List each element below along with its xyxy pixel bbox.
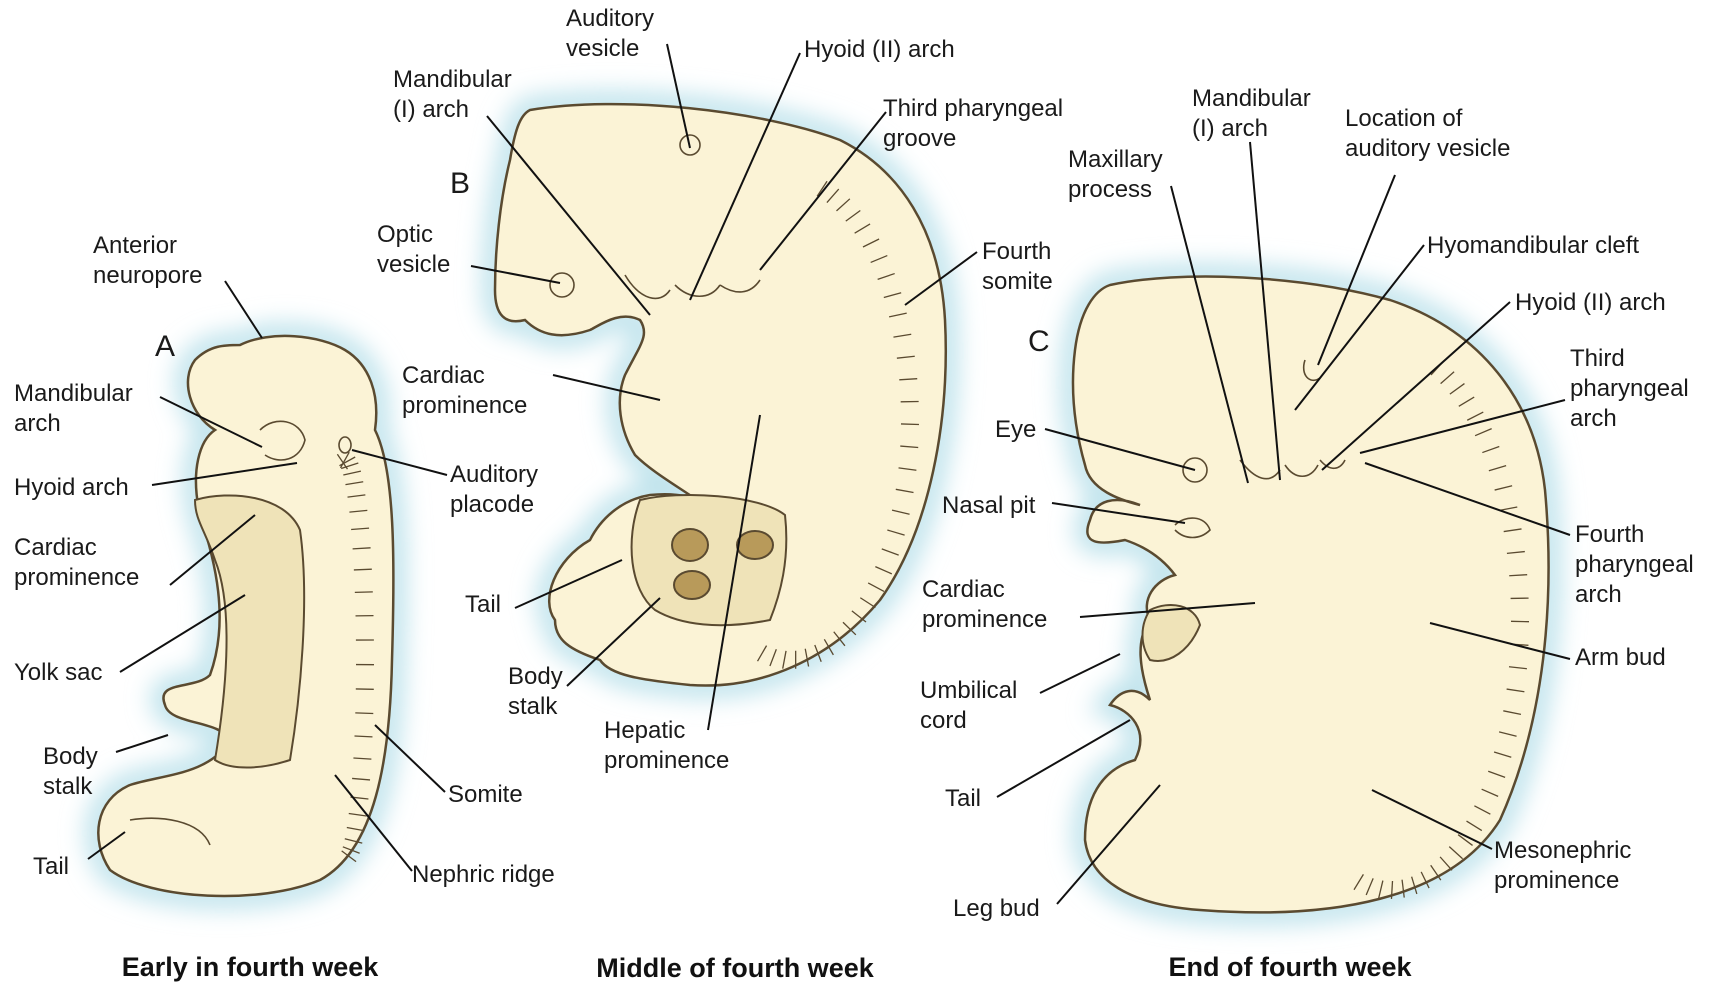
label-c-leg-bud: Leg bud [953, 894, 1040, 924]
caption-a: Early in fourth week [90, 952, 410, 983]
somite-segment [354, 569, 372, 570]
label-a-nephric-ridge: Nephric ridge [412, 860, 555, 890]
leader-line [116, 735, 168, 752]
embryo-b-vessel-1 [672, 529, 708, 561]
somite-segment [355, 713, 373, 714]
label-c-hyomandibular-cleft: Hyomandibular cleft [1427, 231, 1639, 261]
somite-segment [354, 736, 372, 737]
panel-letter-b: B [450, 167, 470, 201]
somite-segment [355, 592, 373, 593]
embryo-c [1073, 277, 1549, 913]
label-b-tail: Tail [465, 590, 501, 620]
embryo-b [495, 104, 946, 685]
label-b-hyoid-arch: Hyoid (II) arch [804, 35, 955, 65]
label-c-tail: Tail [945, 784, 981, 814]
label-c-nasal-pit: Nasal pit [942, 491, 1035, 521]
label-a-somite: Somite [448, 780, 523, 810]
panel-letter-a: A [155, 330, 175, 364]
caption-c: End of fourth week [1130, 952, 1450, 983]
label-a-hyoid-arch: Hyoid arch [14, 473, 129, 503]
panel-letter-c: C [1028, 325, 1050, 359]
somite-segment [901, 424, 919, 425]
label-c-mandibular-arch: Mandibular(I) arch [1192, 84, 1311, 144]
embryo-a [98, 336, 393, 896]
label-c-arm-bud: Arm bud [1575, 643, 1666, 673]
caption-b: Middle of fourth week [565, 953, 905, 984]
label-a-yolk-sac: Yolk sac [14, 658, 103, 688]
embryo-b-vessel-3 [674, 571, 710, 599]
leader-line [1040, 654, 1120, 693]
label-a-tail: Tail [33, 852, 69, 882]
label-c-hyoid-arch: Hyoid (II) arch [1515, 288, 1666, 318]
label-c-eye: Eye [995, 415, 1036, 445]
embryo-b-stalk [632, 495, 787, 625]
label-b-mandibular-arch: Mandibular(I) arch [393, 65, 512, 125]
embryo-b-vessel-2 [737, 531, 773, 559]
